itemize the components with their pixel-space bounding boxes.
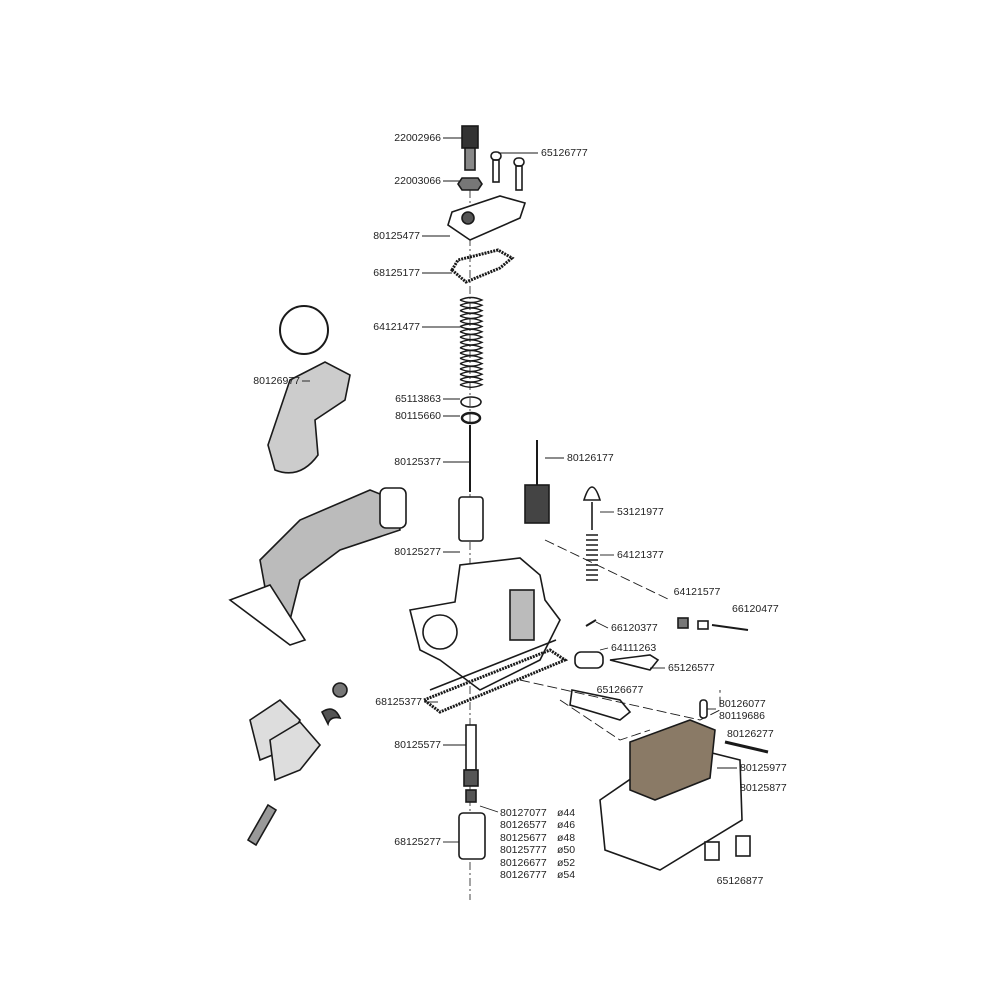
part-label: 22003066 [394, 175, 441, 187]
air-filter-part [267, 361, 351, 474]
part-label: 80126977 [253, 375, 300, 387]
slide-part [458, 496, 484, 542]
flange-gaskets-part [249, 682, 348, 782]
part-label: 64111263 [611, 642, 657, 654]
air-filter-clamp-part [279, 305, 329, 355]
part-label: 80115660 [395, 410, 441, 422]
part-label: 68125377 [375, 696, 422, 708]
choke-spring-part [586, 534, 598, 581]
screws-part [490, 151, 525, 191]
part-label: 66120477 [732, 603, 779, 615]
part-label: 68125277 [394, 836, 441, 848]
leader-lines [302, 137, 737, 843]
stud-part [246, 803, 278, 847]
cover-plate-part [447, 195, 527, 241]
jet-size: ø54 [557, 869, 576, 881]
idle-screw-parts [569, 617, 769, 754]
jet-part-number: 80125777 [500, 844, 547, 857]
adjust-screw-part [461, 125, 479, 171]
part-label: 80126177 [567, 452, 614, 464]
carburetor-body-part [409, 557, 561, 691]
gasket-part [450, 248, 515, 284]
part-label: 80125977 [740, 762, 787, 774]
part-label: 65126677 [596, 684, 644, 696]
spring-part [459, 296, 484, 388]
float-bowl-gasket-part [420, 648, 569, 714]
part-label: 65126777 [541, 147, 588, 159]
jet-size: ø50 [557, 844, 576, 857]
part-label: 66120377 [611, 622, 658, 634]
part-label: 80125877 [740, 782, 787, 794]
cap-part [582, 486, 602, 501]
part-label: 53121977 [617, 506, 664, 518]
part-label: 80126077 [719, 698, 766, 710]
float-bowl-part [599, 719, 751, 871]
part-label: 80126277 [727, 728, 774, 740]
part-label: 80125277 [394, 546, 441, 558]
jet-part-number: 80127077 [500, 807, 547, 819]
jet-size: ø46 [557, 819, 576, 832]
part-label: 80125577 [394, 739, 441, 751]
jet-part-number: 80126777 [500, 869, 547, 881]
part-label: 22002966 [394, 132, 441, 144]
part-label: 65113863 [395, 393, 441, 405]
jet-size: ø44 [557, 807, 576, 819]
part-label: 80125377 [394, 456, 441, 468]
part-label: 80119686 [719, 710, 765, 722]
intake-manifold-part [228, 487, 407, 646]
washers-part [460, 396, 482, 425]
jet-size: ø48 [557, 831, 576, 844]
jet-part-number: 80126577 [500, 819, 547, 832]
part-label: 64121577 [673, 586, 721, 598]
part-label: 65126577 [668, 662, 715, 674]
part-label: 68125177 [373, 267, 420, 279]
jet-part-number: 80126677 [500, 856, 547, 869]
part-label: 65126877 [716, 875, 764, 887]
choke-part [524, 440, 550, 524]
main-jet-part [458, 724, 486, 860]
part-label: 64121477 [373, 321, 420, 333]
part-label: 64121377 [617, 549, 664, 561]
jet-part-number: 80125677 [500, 831, 547, 844]
part-label: 80125477 [373, 230, 420, 242]
jet-size: ø52 [557, 856, 576, 869]
nut-part [457, 177, 483, 191]
